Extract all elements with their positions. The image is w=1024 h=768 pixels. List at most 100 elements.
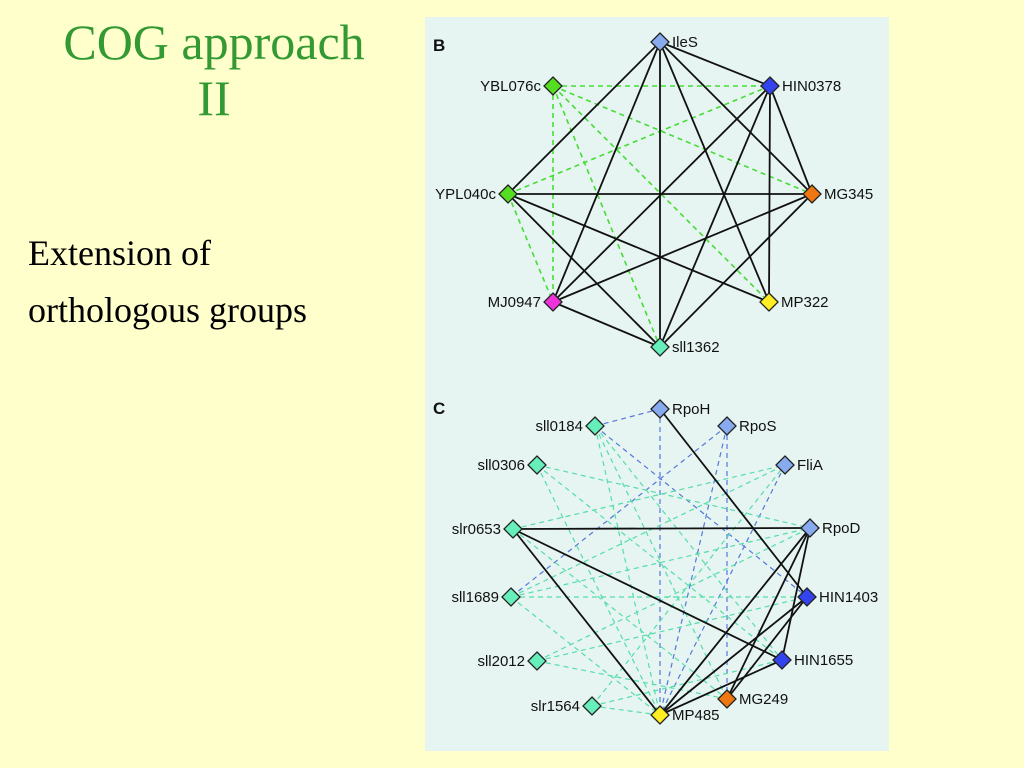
panel-b-node-sll1362: sll1362: [650, 337, 720, 357]
panel-b-node-label: MG345: [824, 186, 873, 203]
panel-c-edge-sll1689-MP485: [510, 596, 661, 716]
panel-c-edge-slr0653-RpoD: [512, 527, 811, 530]
panel-c-edge-HIN1403-MP485: [659, 596, 808, 716]
panel-b-node-label: sll1362: [672, 339, 720, 356]
panel-c-network: RpoH RpoS FliA RpoD HIN1403HIN1655MG249MP485…: [451, 399, 878, 725]
panel-c-edge-RpoS-sll1689: [510, 425, 728, 598]
panel-b-edge-IleS-MJ0947: [552, 41, 661, 303]
panel-c-edge-sll2012-RpoD: [536, 527, 811, 662]
panel-b-node-label: MJ0947: [488, 294, 541, 311]
slide-subtitle-line: Extension of: [28, 233, 211, 273]
panel-c-edge-sll0306-MP485: [536, 464, 661, 716]
panel-c-node-marker: [527, 455, 547, 475]
panel-b-edge-YPL040c-MJ0947: [507, 193, 554, 303]
panel-c-node-marker: [717, 416, 737, 436]
panel-b-node-marker: [650, 337, 670, 357]
panel-c-edge-sll0184-HIN1403: [594, 425, 808, 598]
panel-c-edges: [510, 408, 811, 716]
panel-c-node-rpoh: RpoH: [650, 399, 710, 419]
panel-b-node-label: YPL040c: [435, 186, 496, 203]
panel-c-node-label: sll2012: [477, 653, 525, 670]
panel-c-letter: C: [433, 399, 445, 418]
panel-c-node-label: slr1564: [531, 698, 580, 715]
panel-c-edge-slr0653-MP485: [512, 528, 661, 716]
panel-b-edge-YBL076c-sll1362: [552, 85, 661, 348]
panel-c-node-label: FliA: [797, 457, 823, 474]
panel-c-node-label: RpoS: [739, 418, 777, 435]
panel-c-edge-sll0306-HIN1655: [536, 464, 783, 661]
panel-c-node-label: RpoD: [822, 520, 861, 537]
panel-b-edge-YPL040c-HIN0378: [507, 85, 771, 195]
panel-c-node-slr0653: slr0653: [452, 519, 523, 539]
panel-b-edge-HIN0378-MG345: [769, 85, 813, 195]
panel-c-nodes: RpoH RpoS FliA RpoD HIN1403HIN1655MG249MP485…: [451, 399, 878, 725]
panel-b-node-mp322: MP322: [759, 292, 829, 312]
panel-c-edge-slr0653-FliA: [512, 464, 786, 530]
panel-b-node-marker: [759, 292, 779, 312]
panel-c-node-label: sll1689: [451, 589, 499, 606]
panel-b-node-label: HIN0378: [782, 78, 841, 95]
panel-b-node-label: MP322: [781, 294, 829, 311]
panel-c-node-mg249: MG249: [717, 689, 788, 709]
panel-c-node-marker: [501, 587, 521, 607]
panel-c-node-label: RpoH: [672, 401, 710, 418]
panel-c-node-sll2012: sll2012: [477, 651, 547, 671]
panel-c-node-hin1655: HIN1655: [772, 650, 853, 670]
panel-c-node-label: MG249: [739, 691, 788, 708]
panel-c-edge-sll1689-FliA: [510, 464, 786, 598]
panel-b-node-marker: [650, 32, 670, 52]
panel-b-edge-HIN0378-sll1362: [659, 85, 771, 348]
panel-b-edge-YPL040c-MP322: [507, 193, 770, 303]
panel-b-node-marker: [802, 184, 822, 204]
panel-c-node-marker: [503, 519, 523, 539]
panel-c-node-marker: [585, 416, 605, 436]
panel-b-node-iles: IleS: [650, 32, 698, 52]
panel-c-node-sll1689: sll1689: [451, 587, 521, 607]
panel-b-node-ybl076c: YBL076c: [480, 76, 563, 96]
panel-c-edge-sll0184-MG249: [594, 425, 728, 700]
panel-c-node-label: slr0653: [452, 521, 501, 538]
panel-b-edge-YBL076c-MG345: [552, 85, 813, 195]
panel-b-node-label: YBL076c: [480, 78, 541, 95]
panel-b-letter: B: [433, 36, 445, 55]
panel-c-edge-HIN1655-MP485: [659, 659, 783, 716]
panel-b-edge-IleS-MG345: [659, 41, 813, 195]
slide-subtitle-line: orthologous groups: [28, 290, 307, 330]
panel-b-node-marker: [543, 292, 563, 312]
panel-c-node-marker: [527, 651, 547, 671]
panel-c-node-label: MP485: [672, 707, 720, 724]
panel-c-node-label: sll0306: [477, 457, 525, 474]
panel-c-edge-RpoD-MP485: [659, 527, 811, 716]
panel-b-edge-YPL040c-sll1362: [507, 193, 661, 348]
panel-c-edge-RpoD-HIN1655: [781, 527, 811, 661]
panel-c-node-label: HIN1403: [819, 589, 878, 606]
panel-c-edge-slr0653-HIN1655: [512, 528, 783, 661]
panel-c-node-sll0184: sll0184: [535, 416, 605, 436]
slide-subtitle: Extension of orthologous groups: [28, 225, 408, 339]
panel-c-node-rpod: RpoD: [800, 518, 861, 538]
panel-c-edge-HIN1403-MG249: [726, 596, 808, 700]
panel-c-node-marker: [775, 455, 795, 475]
panel-c-edge-sll0184-HIN1655: [594, 425, 783, 661]
panel-b-edge-IleS-HIN0378: [659, 41, 771, 87]
panel-c-edge-FliA-MP485: [659, 464, 786, 716]
panel-c-edge-slr0653-MG249: [512, 528, 728, 700]
panel-c-edge-slr1564-HIN1655: [591, 659, 783, 707]
panel-b-edge-IleS-YPL040c: [507, 41, 661, 195]
panel-c-edge-slr1564-MP485: [591, 705, 661, 716]
slide-title-line: COG approach: [63, 14, 365, 70]
panel-c-node-hin1403: HIN1403: [797, 587, 878, 607]
panel-b-edges: [507, 41, 813, 348]
panel-c-node-label: HIN1655: [794, 652, 853, 669]
panel-c-edge-sll1689-RpoD: [510, 527, 811, 598]
panel-c-node-marker: [582, 696, 602, 716]
panel-c-node-marker: [717, 689, 737, 709]
panel-c-edge-sll0306-RpoD: [536, 464, 811, 529]
panel-c-edge-slr1564-FliA: [591, 464, 786, 707]
panel-b-edge-MG345-MJ0947: [552, 193, 813, 303]
panel-c-edge-RpoS-MP485: [659, 425, 728, 716]
panel-b-edge-MG345-sll1362: [659, 193, 813, 348]
panel-c-edge-RpoH-HIN1403: [659, 408, 808, 598]
